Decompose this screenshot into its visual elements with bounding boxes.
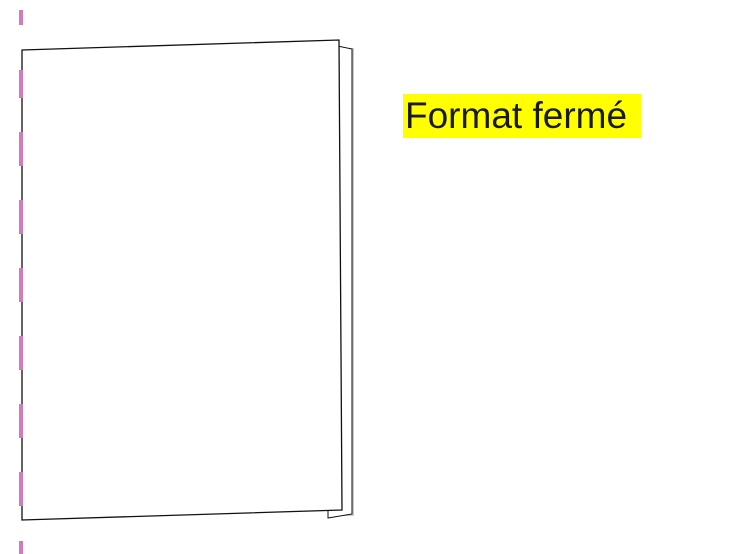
front-cover: [22, 40, 342, 520]
format-label: Format fermé: [403, 94, 641, 138]
